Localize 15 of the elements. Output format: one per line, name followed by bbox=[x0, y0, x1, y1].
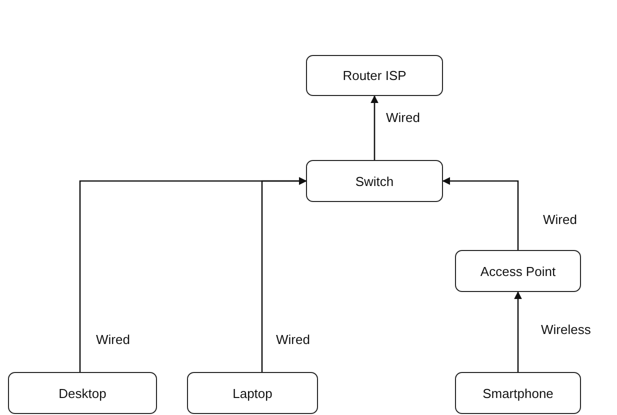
edge-label: Wired bbox=[276, 332, 310, 347]
device-box: Smartphone bbox=[455, 372, 581, 414]
device-box: Access Point bbox=[455, 250, 581, 292]
device-box: Router ISP bbox=[306, 55, 443, 96]
device-box: Desktop bbox=[8, 372, 157, 414]
edge-label: Wireless bbox=[541, 322, 591, 337]
device-box: Laptop bbox=[187, 372, 318, 414]
arrow bbox=[370, 95, 378, 160]
arrow bbox=[261, 177, 307, 372]
arrow bbox=[514, 291, 522, 372]
edge-label: Wired bbox=[96, 332, 130, 347]
edge-label: Wired bbox=[543, 212, 577, 227]
device-box: Switch bbox=[306, 160, 443, 202]
edge-label: Wired bbox=[386, 110, 420, 125]
arrow bbox=[442, 177, 519, 250]
